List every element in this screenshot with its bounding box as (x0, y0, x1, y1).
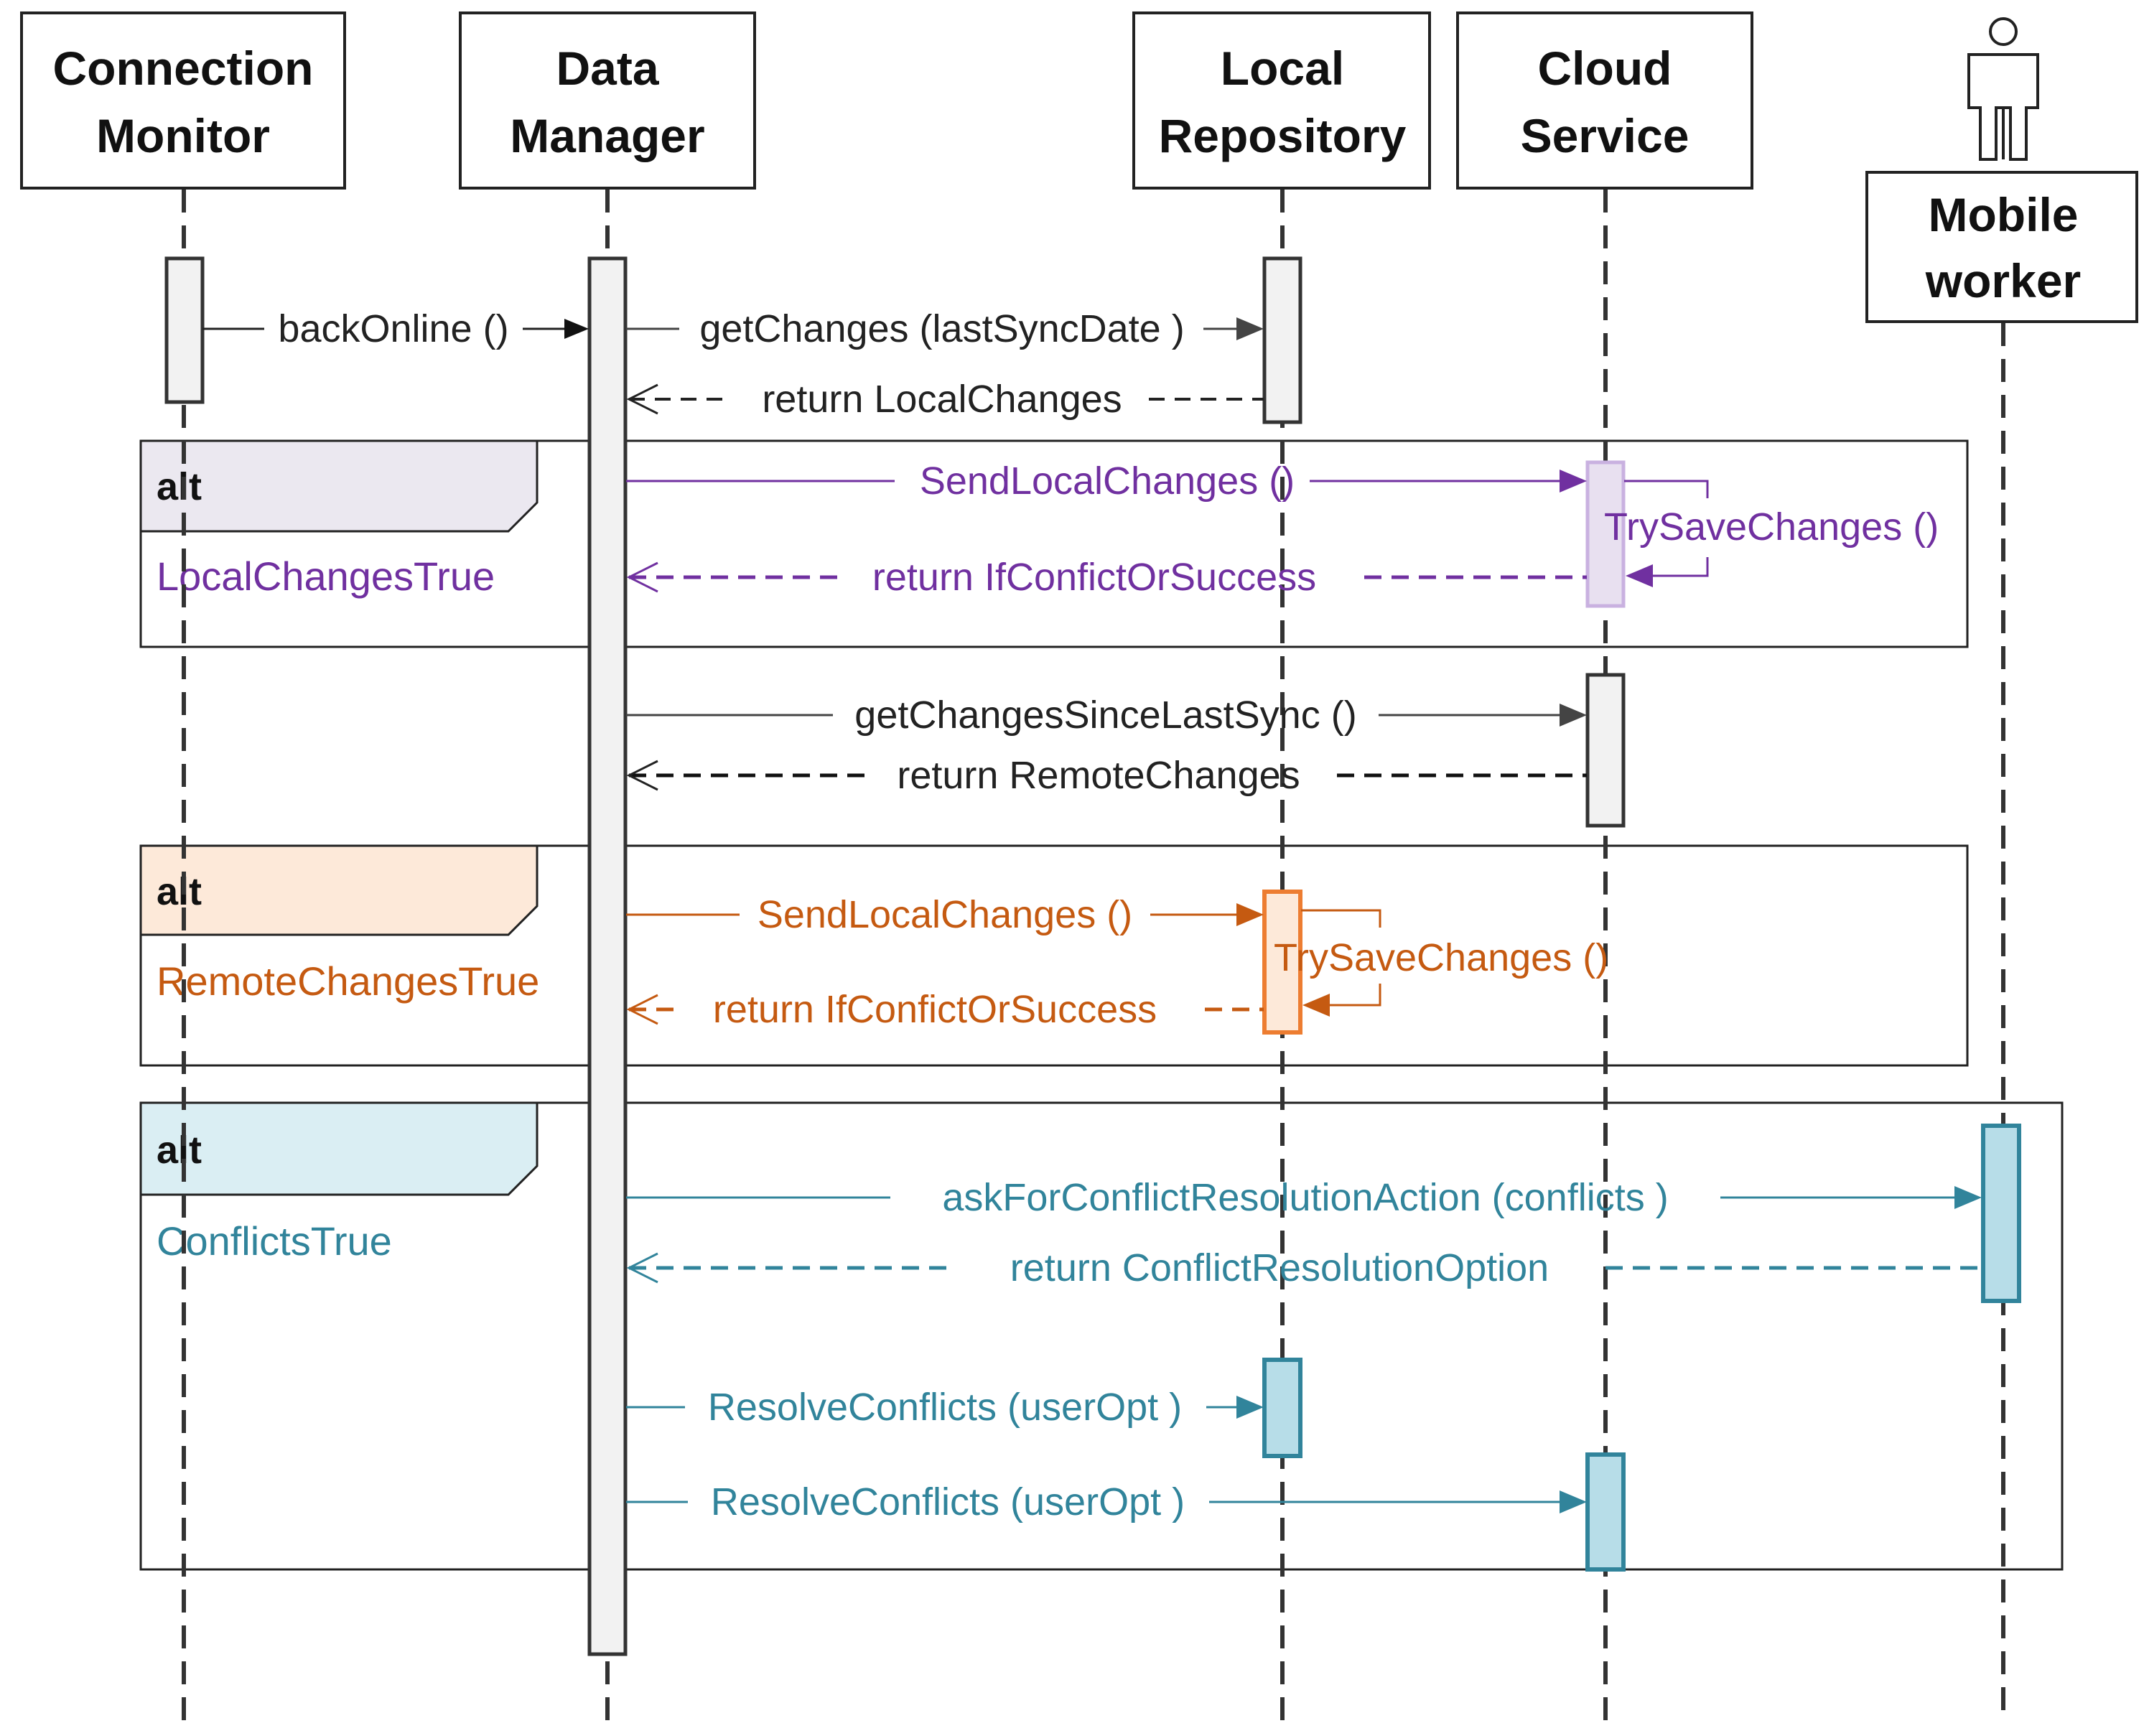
participant-cloud-service: Cloud Service (1456, 11, 1753, 190)
participant-label: Data (556, 42, 659, 95)
message-label: return RemoteChanges (897, 754, 1300, 797)
activation-local-repository-resolve (1262, 1358, 1302, 1458)
message-return-conflict-local: return IfConfictOrSuccess (626, 988, 1264, 1031)
message-ask-conflict: askForConflictResolutionAction (conflict… (626, 1176, 1982, 1219)
alt-operator-label: alt (157, 1129, 202, 1172)
activation-local-repository-get-changes (1262, 256, 1302, 424)
person-icon (1967, 17, 2039, 161)
guard-label-conflicts: ConflictsTrue (157, 1218, 392, 1264)
alt-operator-label: alt (157, 465, 202, 508)
message-label: SendLocalChanges () (920, 459, 1295, 503)
message-try-save-cloud: TrySaveChanges () (1604, 480, 1939, 587)
message-label: SendLocalChanges () (758, 893, 1132, 936)
activation-local-repository-try-save (1262, 890, 1302, 1035)
participant-connection-monitor: Connection Monitor (20, 11, 346, 190)
activation-cloud-service-try-save (1585, 460, 1626, 608)
message-send-local-changes-local: SendLocalChanges () (626, 893, 1264, 936)
message-return-conflict-cloud: return IfConfictOrSuccess (626, 556, 1587, 599)
activations (164, 256, 2021, 1656)
message-get-changes: getChanges (lastSyncDate ) (626, 307, 1264, 350)
alt-fragment-remote-changes: alt RemoteChangesTrue (139, 844, 1969, 1067)
guard-label-remote-changes: RemoteChangesTrue (157, 958, 539, 1004)
message-label: getChangesSinceLastSync () (854, 694, 1356, 737)
participant-mobile-worker: Mobile worker (1865, 17, 2138, 323)
alt-fragment-conflicts: alt ConflictsTrue (139, 1101, 2064, 1571)
participant-data-manager: Data Manager (459, 11, 756, 190)
message-label: return IfConfictOrSuccess (713, 988, 1157, 1031)
message-label: getChanges (lastSyncDate ) (699, 307, 1184, 350)
activation-cloud-service-remote (1585, 673, 1626, 828)
message-label: ResolveConflicts (userOpt ) (711, 1480, 1185, 1523)
message-send-local-changes-cloud: SendLocalChanges () (626, 459, 1587, 503)
guard-label-local-changes: LocalChangesTrue (157, 554, 495, 599)
alt-fragment-local-changes: alt LocalChangesTrue (139, 439, 1969, 648)
participant-local-repository: Local Repository (1132, 11, 1431, 190)
message-return-conflict-option: return ConflictResolutionOption (626, 1246, 1982, 1289)
message-label: ResolveConflicts (userOpt ) (708, 1386, 1182, 1429)
activation-mobile-worker (1981, 1124, 2021, 1303)
participant-label: Repository (1159, 109, 1407, 162)
participant-label: Service (1521, 109, 1689, 162)
message-label: return ConflictResolutionOption (1010, 1246, 1549, 1289)
message-resolve-cloud: ResolveConflicts (userOpt ) (626, 1480, 1587, 1523)
alt-operator-label: alt (157, 870, 202, 913)
activation-data-manager (587, 256, 628, 1656)
message-return-local-changes: return LocalChanges (626, 378, 1264, 421)
message-label: return LocalChanges (762, 378, 1122, 421)
participant-label: Local (1221, 42, 1344, 95)
participant-label: Manager (510, 109, 704, 162)
message-try-save-local: TrySaveChanges () (1274, 909, 1608, 1017)
participant-label: Cloud (1538, 42, 1672, 95)
message-back-online: backOnline () (202, 307, 589, 350)
message-return-remote-changes: return RemoteChanges (626, 754, 1587, 797)
message-label: askForConflictResolutionAction (conflict… (942, 1176, 1668, 1219)
message-label: TrySaveChanges () (1274, 936, 1608, 979)
participant-label: worker (1925, 254, 2081, 307)
message-label: TrySaveChanges () (1604, 505, 1939, 549)
activation-connection-monitor (164, 256, 205, 404)
message-get-changes-since: getChangesSinceLastSync () (626, 694, 1587, 737)
participant-label: Connection (53, 42, 314, 95)
message-label: return IfConfictOrSuccess (872, 556, 1316, 599)
message-resolve-local: ResolveConflicts (userOpt ) (626, 1386, 1264, 1429)
activation-cloud-service-resolve (1585, 1452, 1626, 1572)
message-label: backOnline () (278, 307, 508, 350)
participant-label: Monitor (96, 109, 270, 162)
participant-label: Mobile (1929, 188, 2079, 241)
